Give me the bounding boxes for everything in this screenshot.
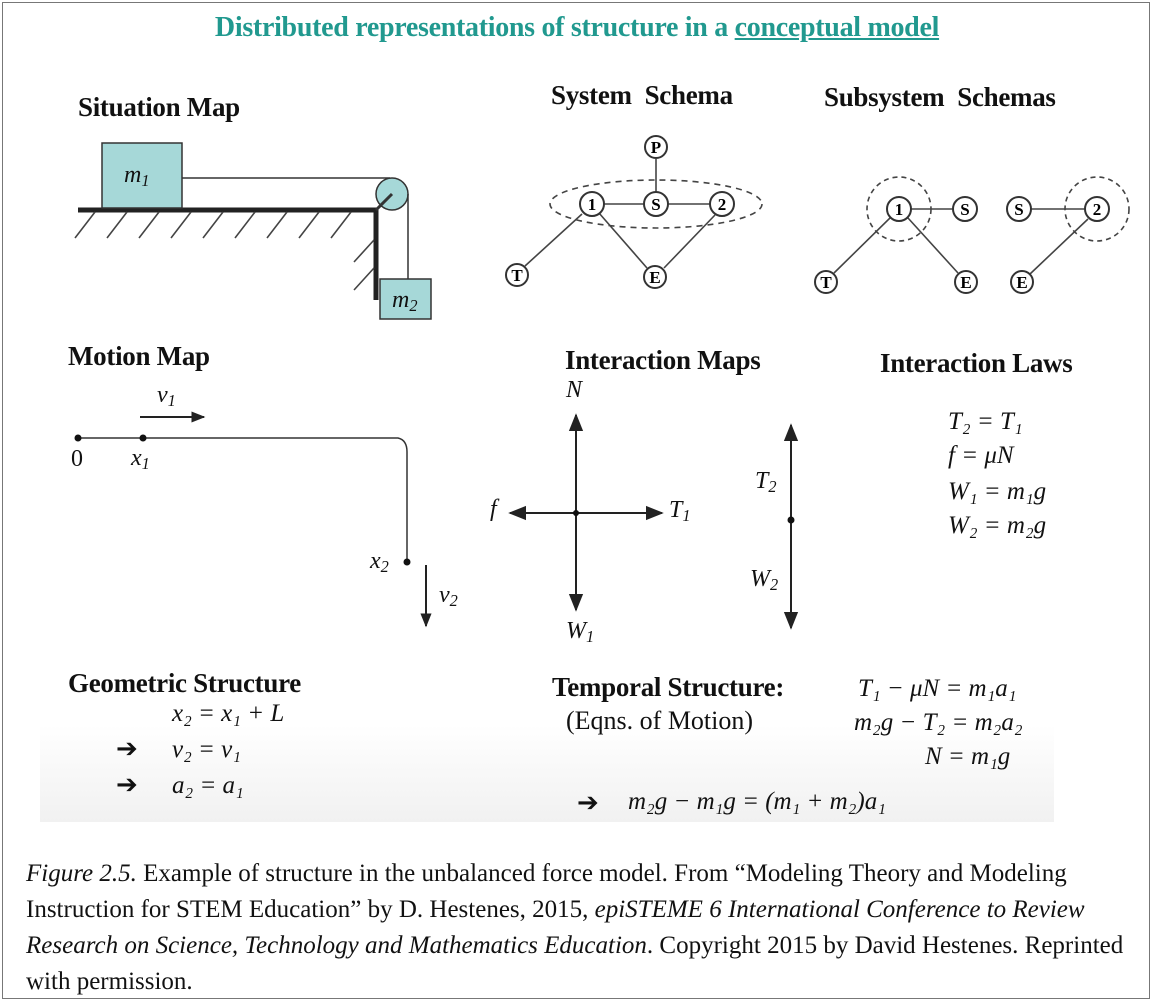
figure-label: Figure 2.5.: [26, 860, 137, 887]
geometric-eq-acceleration: a₂ = a₁: [172, 772, 244, 799]
sub-node-s-2: S: [1014, 200, 1023, 219]
motion-path: [78, 437, 408, 562]
temporal-eq-3: N = m₁g: [925, 743, 1011, 770]
sub-node-e-2: E: [1016, 273, 1027, 292]
law-friction: f = μN: [948, 442, 1014, 469]
x2-label: x2: [370, 548, 389, 577]
f-label: f: [490, 496, 497, 522]
W2-label: W2: [750, 566, 779, 595]
x1-label: x1: [131, 445, 150, 474]
temporal-eq-2: m₂g − T₂ = m₂a₂: [854, 709, 1023, 736]
node-p: P: [651, 138, 661, 157]
heading-geometric-structure: Geometric Structure: [68, 668, 301, 698]
heading-subsystem-schemas: Subsystem Schemas: [824, 82, 1056, 112]
geometric-eq-velocity: v₂ = v₁: [172, 736, 241, 763]
T1-label: T1: [669, 497, 691, 526]
implies-icon: ➔: [577, 788, 599, 818]
system-schema: [524, 159, 763, 269]
sub-node-e-1: E: [960, 273, 971, 292]
node-t: T: [511, 266, 523, 285]
node-2: 2: [718, 195, 727, 214]
sub-node-t: T: [820, 273, 832, 292]
subsystem-schema-nodes: 1 S T E S 2 E: [814, 196, 1110, 294]
N-label: N: [566, 377, 583, 403]
block-m2: [379, 278, 432, 320]
law-weight-1: W₁ = m₁g: [948, 478, 1047, 505]
table-hatching: [74, 211, 375, 291]
m1-label: m1: [124, 162, 150, 191]
temporal-eq-1: T₁ − μN = m₁a₁: [858, 675, 1017, 702]
interaction-maps: [508, 413, 799, 630]
caption-venue: epiSTEME 6 International Conference to R…: [26, 896, 1085, 959]
eqns-of-motion-label: (Eqns. of Motion): [566, 706, 754, 735]
T2-label: T2: [755, 468, 777, 497]
heading-interaction-laws: Interaction Laws: [880, 348, 1073, 378]
v1-label: v1: [157, 382, 176, 411]
heading-motion-map: Motion Map: [68, 341, 210, 371]
block-m1: [101, 142, 183, 209]
origin-label: 0: [71, 446, 83, 472]
caption-text: Example of structure in the unbalanced f…: [26, 860, 1067, 923]
geometric-eq-position: x₂ = x₁ + L: [172, 700, 285, 727]
subsystem-schemas: [833, 176, 1130, 275]
title-link[interactable]: conceptual model: [734, 12, 940, 43]
heading-system-schema: System Schema: [551, 80, 733, 110]
heading-interaction-maps: Interaction Maps: [565, 345, 761, 375]
figure-panel: [40, 10, 1054, 822]
pulley-mount: [374, 192, 394, 212]
title-text: Distributed representations of structure…: [214, 12, 735, 43]
figure-title: Distributed representations of structure…: [0, 12, 1154, 44]
sub-node-s-1: S: [960, 200, 969, 219]
heading-temporal-structure: Temporal Structure:: [552, 672, 785, 702]
system-schema-nodes: P 1 S 2 T E: [505, 135, 735, 289]
sub-node-2: 2: [1093, 200, 1102, 219]
system-boundary: [549, 179, 763, 229]
W1-label: W1: [566, 618, 595, 647]
m2-label: m2: [392, 287, 418, 316]
implies-icon: ➔: [116, 770, 138, 800]
caption-copyright: . Copyright 2015 by David Hestenes. Repr…: [26, 932, 1124, 995]
node-e: E: [649, 268, 660, 287]
node-s: S: [651, 195, 660, 214]
sub-node-1: 1: [895, 200, 904, 219]
motion-map: [74, 411, 432, 628]
law-weight-2: W₂ = m₂g: [948, 512, 1047, 539]
figure-caption: Figure 2.5. Example of structure in the …: [26, 856, 1136, 1000]
implies-icon: ➔: [116, 734, 138, 764]
result-equation: m₂g − m₁g = (m₁ + m₂)a₁: [628, 788, 886, 815]
law-tension: T₂ = T₁: [948, 408, 1023, 435]
v2-label: v2: [439, 582, 458, 611]
node-1: 1: [588, 195, 597, 214]
heading-situation-map: Situation Map: [78, 92, 240, 122]
situation-map: [74, 142, 432, 320]
